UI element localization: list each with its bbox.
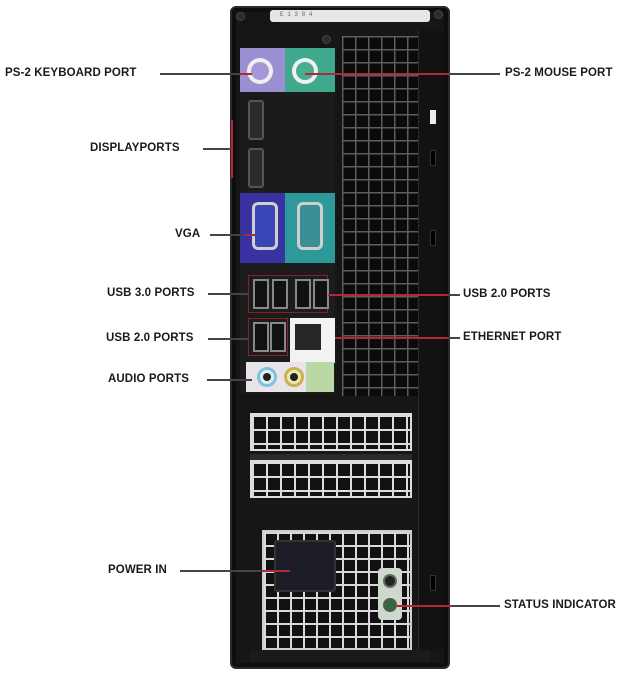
displayport-1	[248, 100, 264, 140]
label-usb20-ports-left: USB 2.0 PORTS	[106, 332, 194, 344]
displayport-2	[248, 148, 264, 188]
power-in-socket	[274, 540, 336, 592]
case-screw	[236, 12, 245, 21]
leader-displayports	[203, 148, 231, 150]
label-usb20-ports-right: USB 2.0 PORTS	[463, 288, 551, 300]
usb2-port	[295, 279, 311, 309]
case-slot	[430, 150, 436, 166]
leader-displayports-bracket	[231, 120, 233, 178]
case-latch	[430, 110, 436, 124]
leader-power-in-accent	[262, 570, 290, 572]
usb2-port	[270, 322, 286, 352]
case-side-rail	[418, 30, 444, 650]
vga-port	[252, 202, 278, 250]
label-audio-ports: AUDIO PORTS	[108, 373, 189, 385]
leader-status	[452, 605, 500, 607]
leader-vga	[210, 234, 245, 236]
ethernet-port	[290, 318, 335, 363]
label-usb30-ports: USB 3.0 PORTS	[107, 287, 195, 299]
status-led	[383, 598, 397, 612]
audio-green-bg	[306, 362, 334, 392]
leader-audio	[207, 379, 252, 381]
label-ps2-mouse-port: PS-2 MOUSE PORT	[505, 67, 613, 79]
leader-usb20-right	[448, 294, 460, 296]
service-tag-label	[270, 10, 430, 22]
label-ethernet-port: ETHERNET PORT	[463, 331, 562, 343]
expansion-slot-1	[250, 413, 412, 451]
expansion-slot-2	[250, 460, 412, 498]
label-displayports: DISPLAYPORTS	[90, 142, 180, 154]
leader-power-in	[180, 570, 262, 572]
ps2-mouse-port	[292, 58, 318, 84]
leader-vga-accent	[245, 234, 255, 236]
usb2-port	[253, 322, 269, 352]
leader-ps2-mouse	[450, 73, 500, 75]
case-slot	[430, 230, 436, 246]
serial-port	[297, 202, 323, 250]
case-screw	[434, 10, 443, 19]
leader-usb20-left	[208, 338, 248, 340]
service-tag-text: E 1 3 8 4	[280, 11, 313, 18]
leader-usb20-right-accent	[328, 294, 448, 296]
audio-out-jack	[284, 367, 304, 387]
case-bottom	[250, 650, 430, 662]
fan-grille	[342, 36, 418, 396]
audio-in-jack	[257, 367, 277, 387]
leader-usb30	[208, 293, 248, 295]
case-screw	[322, 35, 331, 44]
usb-row-bottom	[248, 318, 288, 356]
leader-ps2-keyboard	[160, 73, 240, 75]
usb3-port	[253, 279, 269, 309]
slot-divider	[250, 454, 412, 460]
leader-ethernet	[448, 337, 460, 339]
usb2-port	[313, 279, 329, 309]
status-button	[383, 574, 397, 588]
leader-ps2-mouse-accent	[305, 73, 450, 75]
label-vga: VGA	[175, 228, 201, 240]
leader-ps2-keyboard-accent	[240, 73, 252, 75]
ps2-keyboard-port	[247, 58, 273, 84]
usb3-port	[272, 279, 288, 309]
case-slot	[430, 575, 436, 591]
label-status-indicator: STATUS INDICATOR	[504, 599, 616, 611]
leader-ethernet-accent	[335, 337, 448, 339]
leader-status-accent	[397, 605, 452, 607]
label-power-in: POWER IN	[108, 564, 167, 576]
label-ps2-keyboard-port: PS-2 KEYBOARD PORT	[5, 67, 137, 79]
